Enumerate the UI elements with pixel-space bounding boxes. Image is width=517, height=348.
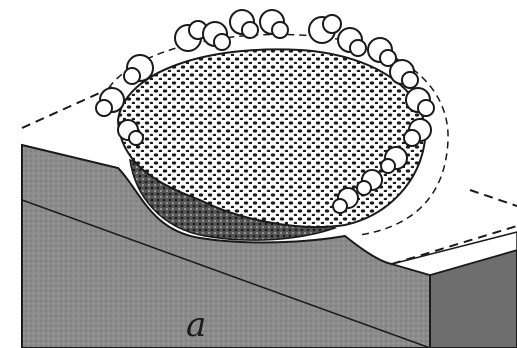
tree-icon — [230, 10, 258, 38]
figure-caption: a — [186, 308, 206, 342]
tree-icon — [260, 10, 288, 38]
tree-icon — [368, 38, 396, 66]
tree-icon — [203, 22, 230, 50]
tree-icon — [338, 28, 366, 56]
